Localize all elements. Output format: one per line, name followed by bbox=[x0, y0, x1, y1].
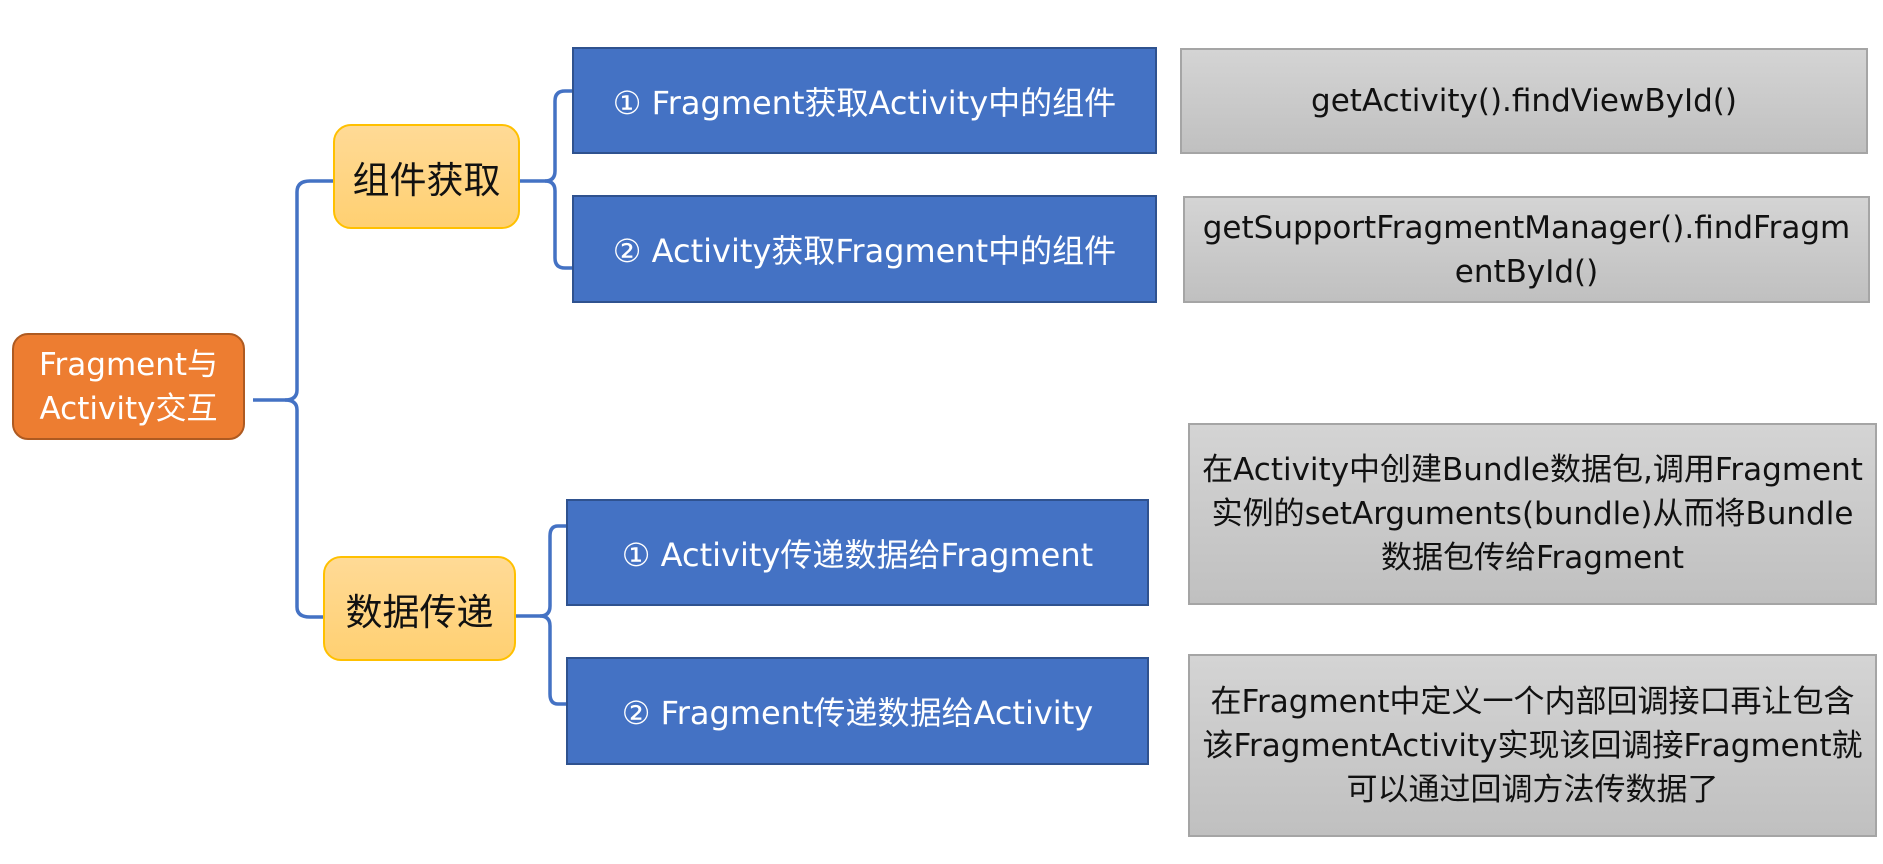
root-bracket bbox=[253, 179, 333, 402]
branch1-bracket bbox=[520, 89, 572, 183]
detail-node: getActivity().findViewById() bbox=[1180, 48, 1868, 154]
detail-node: getSupportFragmentManager().findFragment… bbox=[1183, 196, 1870, 303]
branch2-bracket-lower bbox=[539, 614, 566, 706]
item-node: ② Fragment传递数据给Activity bbox=[566, 657, 1149, 765]
detail-text: getActivity().findViewById() bbox=[1311, 83, 1737, 119]
root-bracket-lower bbox=[284, 398, 323, 619]
item-node: ② Activity获取Fragment中的组件 bbox=[572, 195, 1157, 303]
category-node-data-transfer: 数据传递 bbox=[323, 556, 516, 661]
item-label: ② Fragment传递数据给Activity bbox=[621, 694, 1094, 732]
root-label: Fragment与 Activity交互 bbox=[38, 346, 219, 427]
category-label: 数据传递 bbox=[345, 590, 494, 634]
item-label: ② Activity获取Fragment中的组件 bbox=[612, 232, 1117, 270]
detail-text: 在Fragment中定义一个内部回调接口再让包含该FragmentActivit… bbox=[1202, 683, 1863, 808]
detail-text: 在Activity中创建Bundle数据包,调用Fragment实例的setAr… bbox=[1202, 452, 1863, 576]
category-label: 组件获取 bbox=[352, 158, 501, 202]
branch2-bracket bbox=[516, 524, 566, 618]
item-label: ① Activity传递数据给Fragment bbox=[621, 535, 1094, 574]
root-node: Fragment与 Activity交互 bbox=[12, 333, 245, 440]
item-node: ① Activity传递数据给Fragment bbox=[566, 499, 1149, 606]
category-node-component-access: 组件获取 bbox=[333, 124, 520, 229]
branch1-bracket-lower bbox=[544, 179, 572, 270]
detail-text: getSupportFragmentManager().findFragment… bbox=[1202, 209, 1851, 290]
item-node: ① Fragment获取Activity中的组件 bbox=[572, 47, 1157, 154]
detail-node: 在Fragment中定义一个内部回调接口再让包含该FragmentActivit… bbox=[1188, 654, 1877, 837]
detail-node: 在Activity中创建Bundle数据包,调用Fragment实例的setAr… bbox=[1188, 423, 1877, 605]
item-label: ① Fragment获取Activity中的组件 bbox=[612, 83, 1117, 122]
